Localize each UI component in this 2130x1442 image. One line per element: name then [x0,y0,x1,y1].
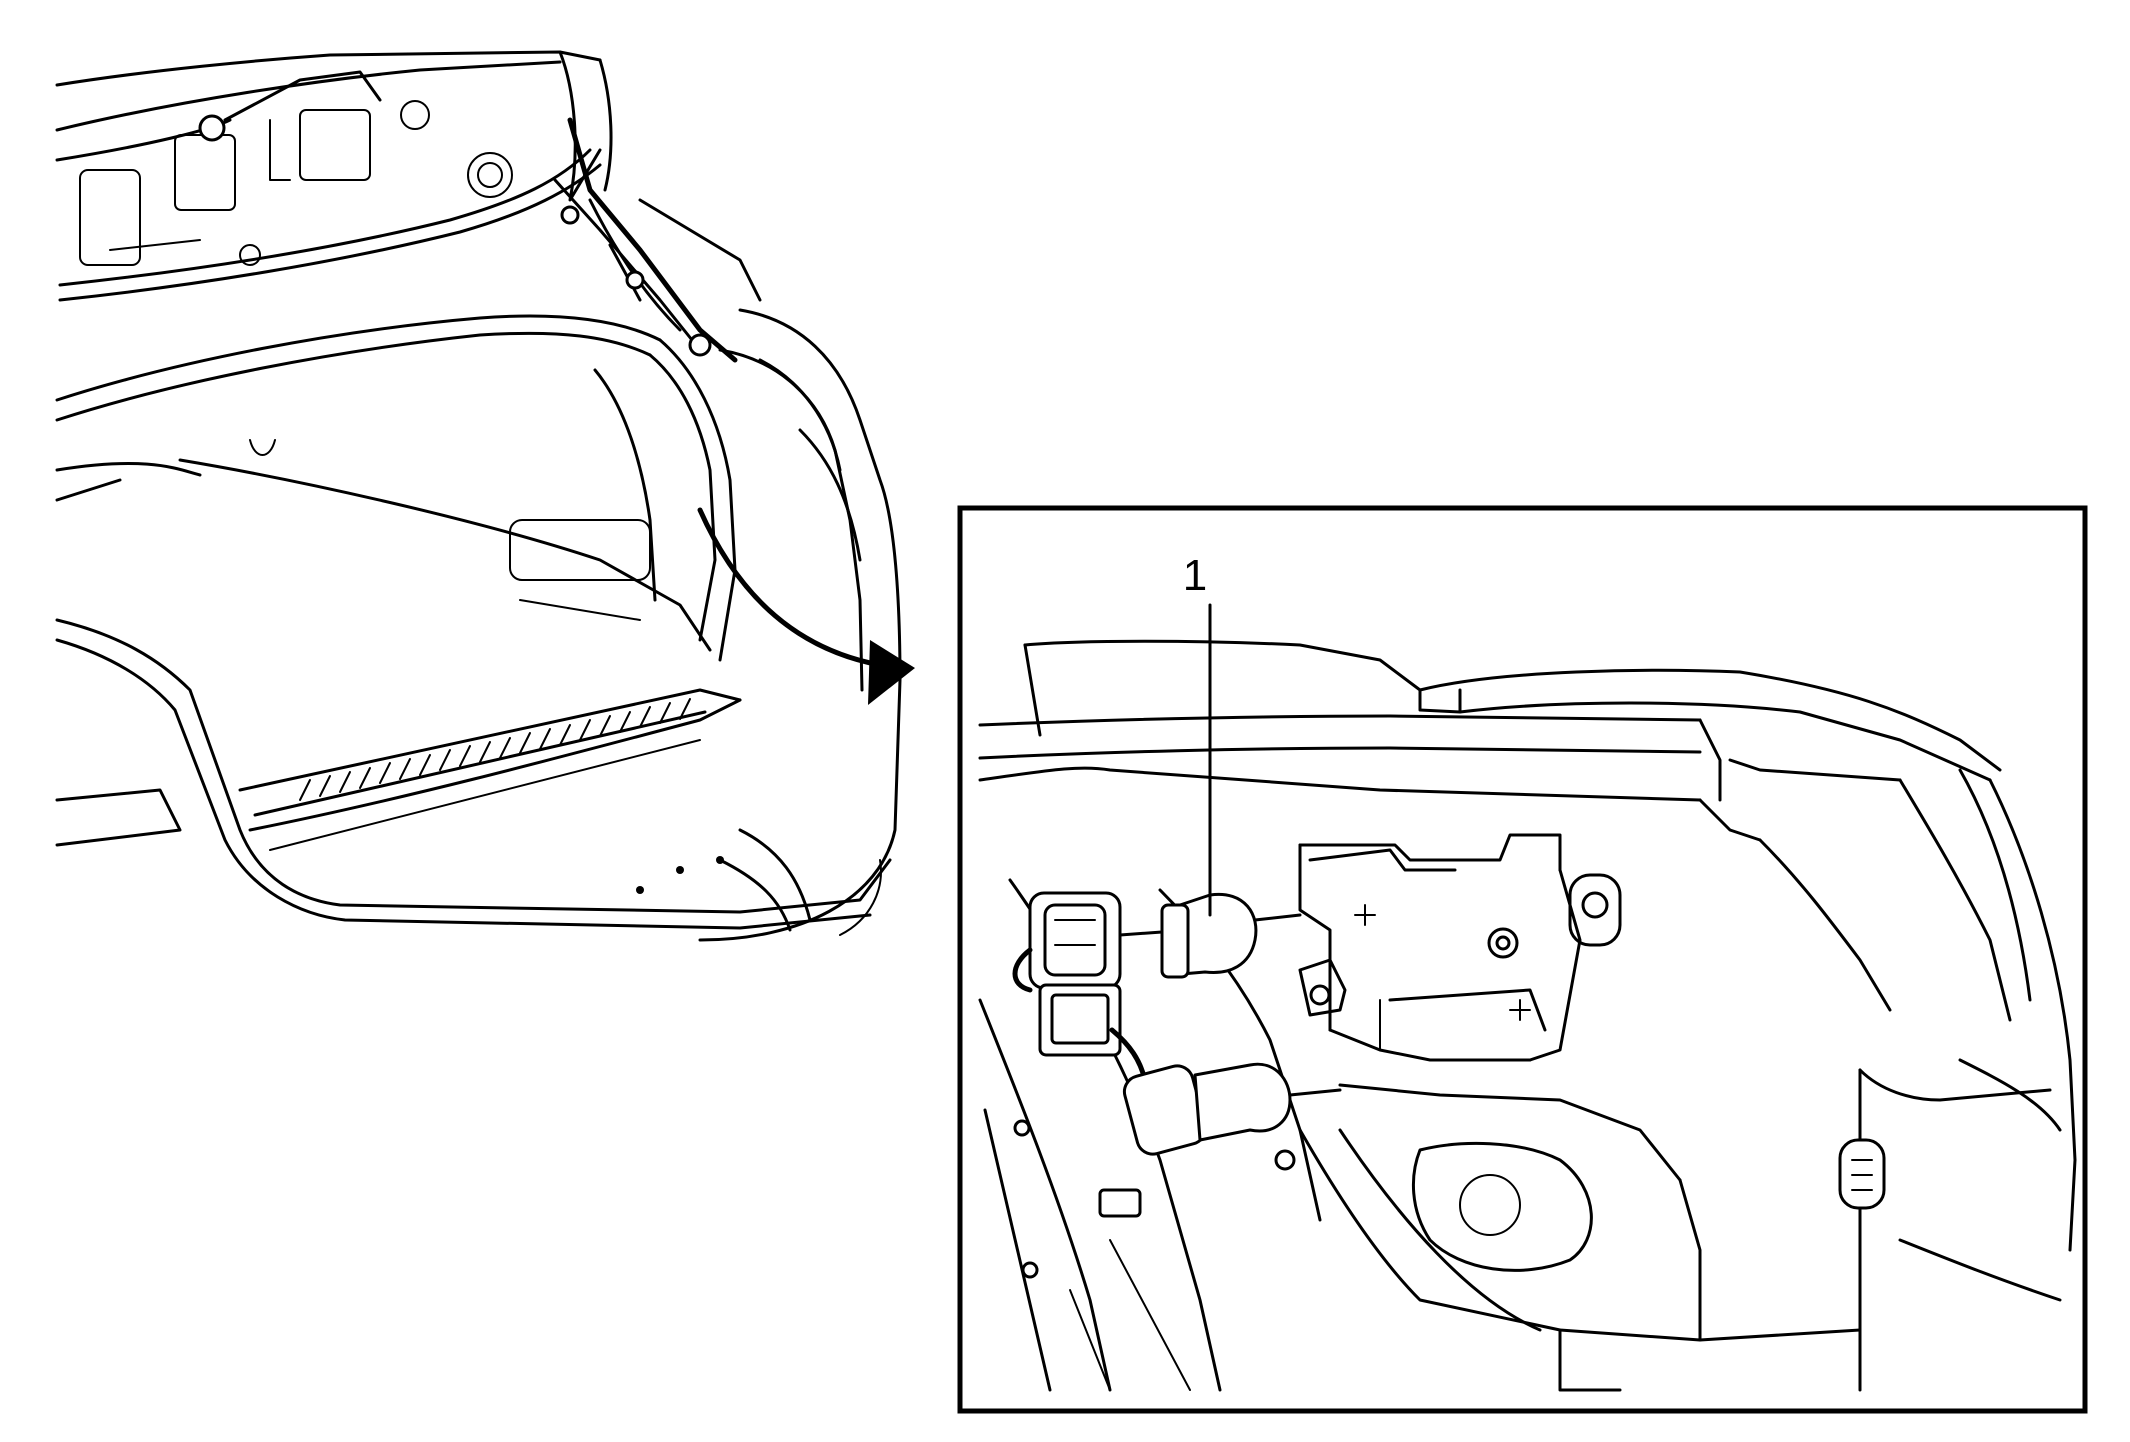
trunk-hinge [553,117,762,363]
wiring-harness [1012,891,1342,1156]
stud-mid [1487,927,1519,959]
trunk-opening [55,314,737,662]
fasteners [1298,873,1886,1210]
quarter-panel-inner [1758,768,2077,1392]
bulb-socket-lower [1122,1062,1292,1156]
grommet-right [1838,1138,1886,1210]
sill-plate [238,688,742,894]
lamp-bracket [1298,833,1582,1062]
locator-marks [1354,904,1531,1021]
bulb-upper [1160,892,1258,979]
callout-number: 1 [1183,551,1207,600]
detail-view: 1 [957,505,2088,1414]
callout-1: 1 [1183,551,1212,917]
stud-upper [1568,873,1622,947]
vehicle-trunk-overview [55,50,915,942]
stud-lower [1298,958,1347,1017]
detail-arrow [697,507,915,705]
detail-view-frame [957,505,2088,1414]
rear-quarter-panel [55,308,902,942]
socket-lower-connector [1038,983,1122,1057]
body-panel [978,639,2002,842]
socket-upper-connector [1028,891,1122,990]
trunk-lid [55,50,613,302]
